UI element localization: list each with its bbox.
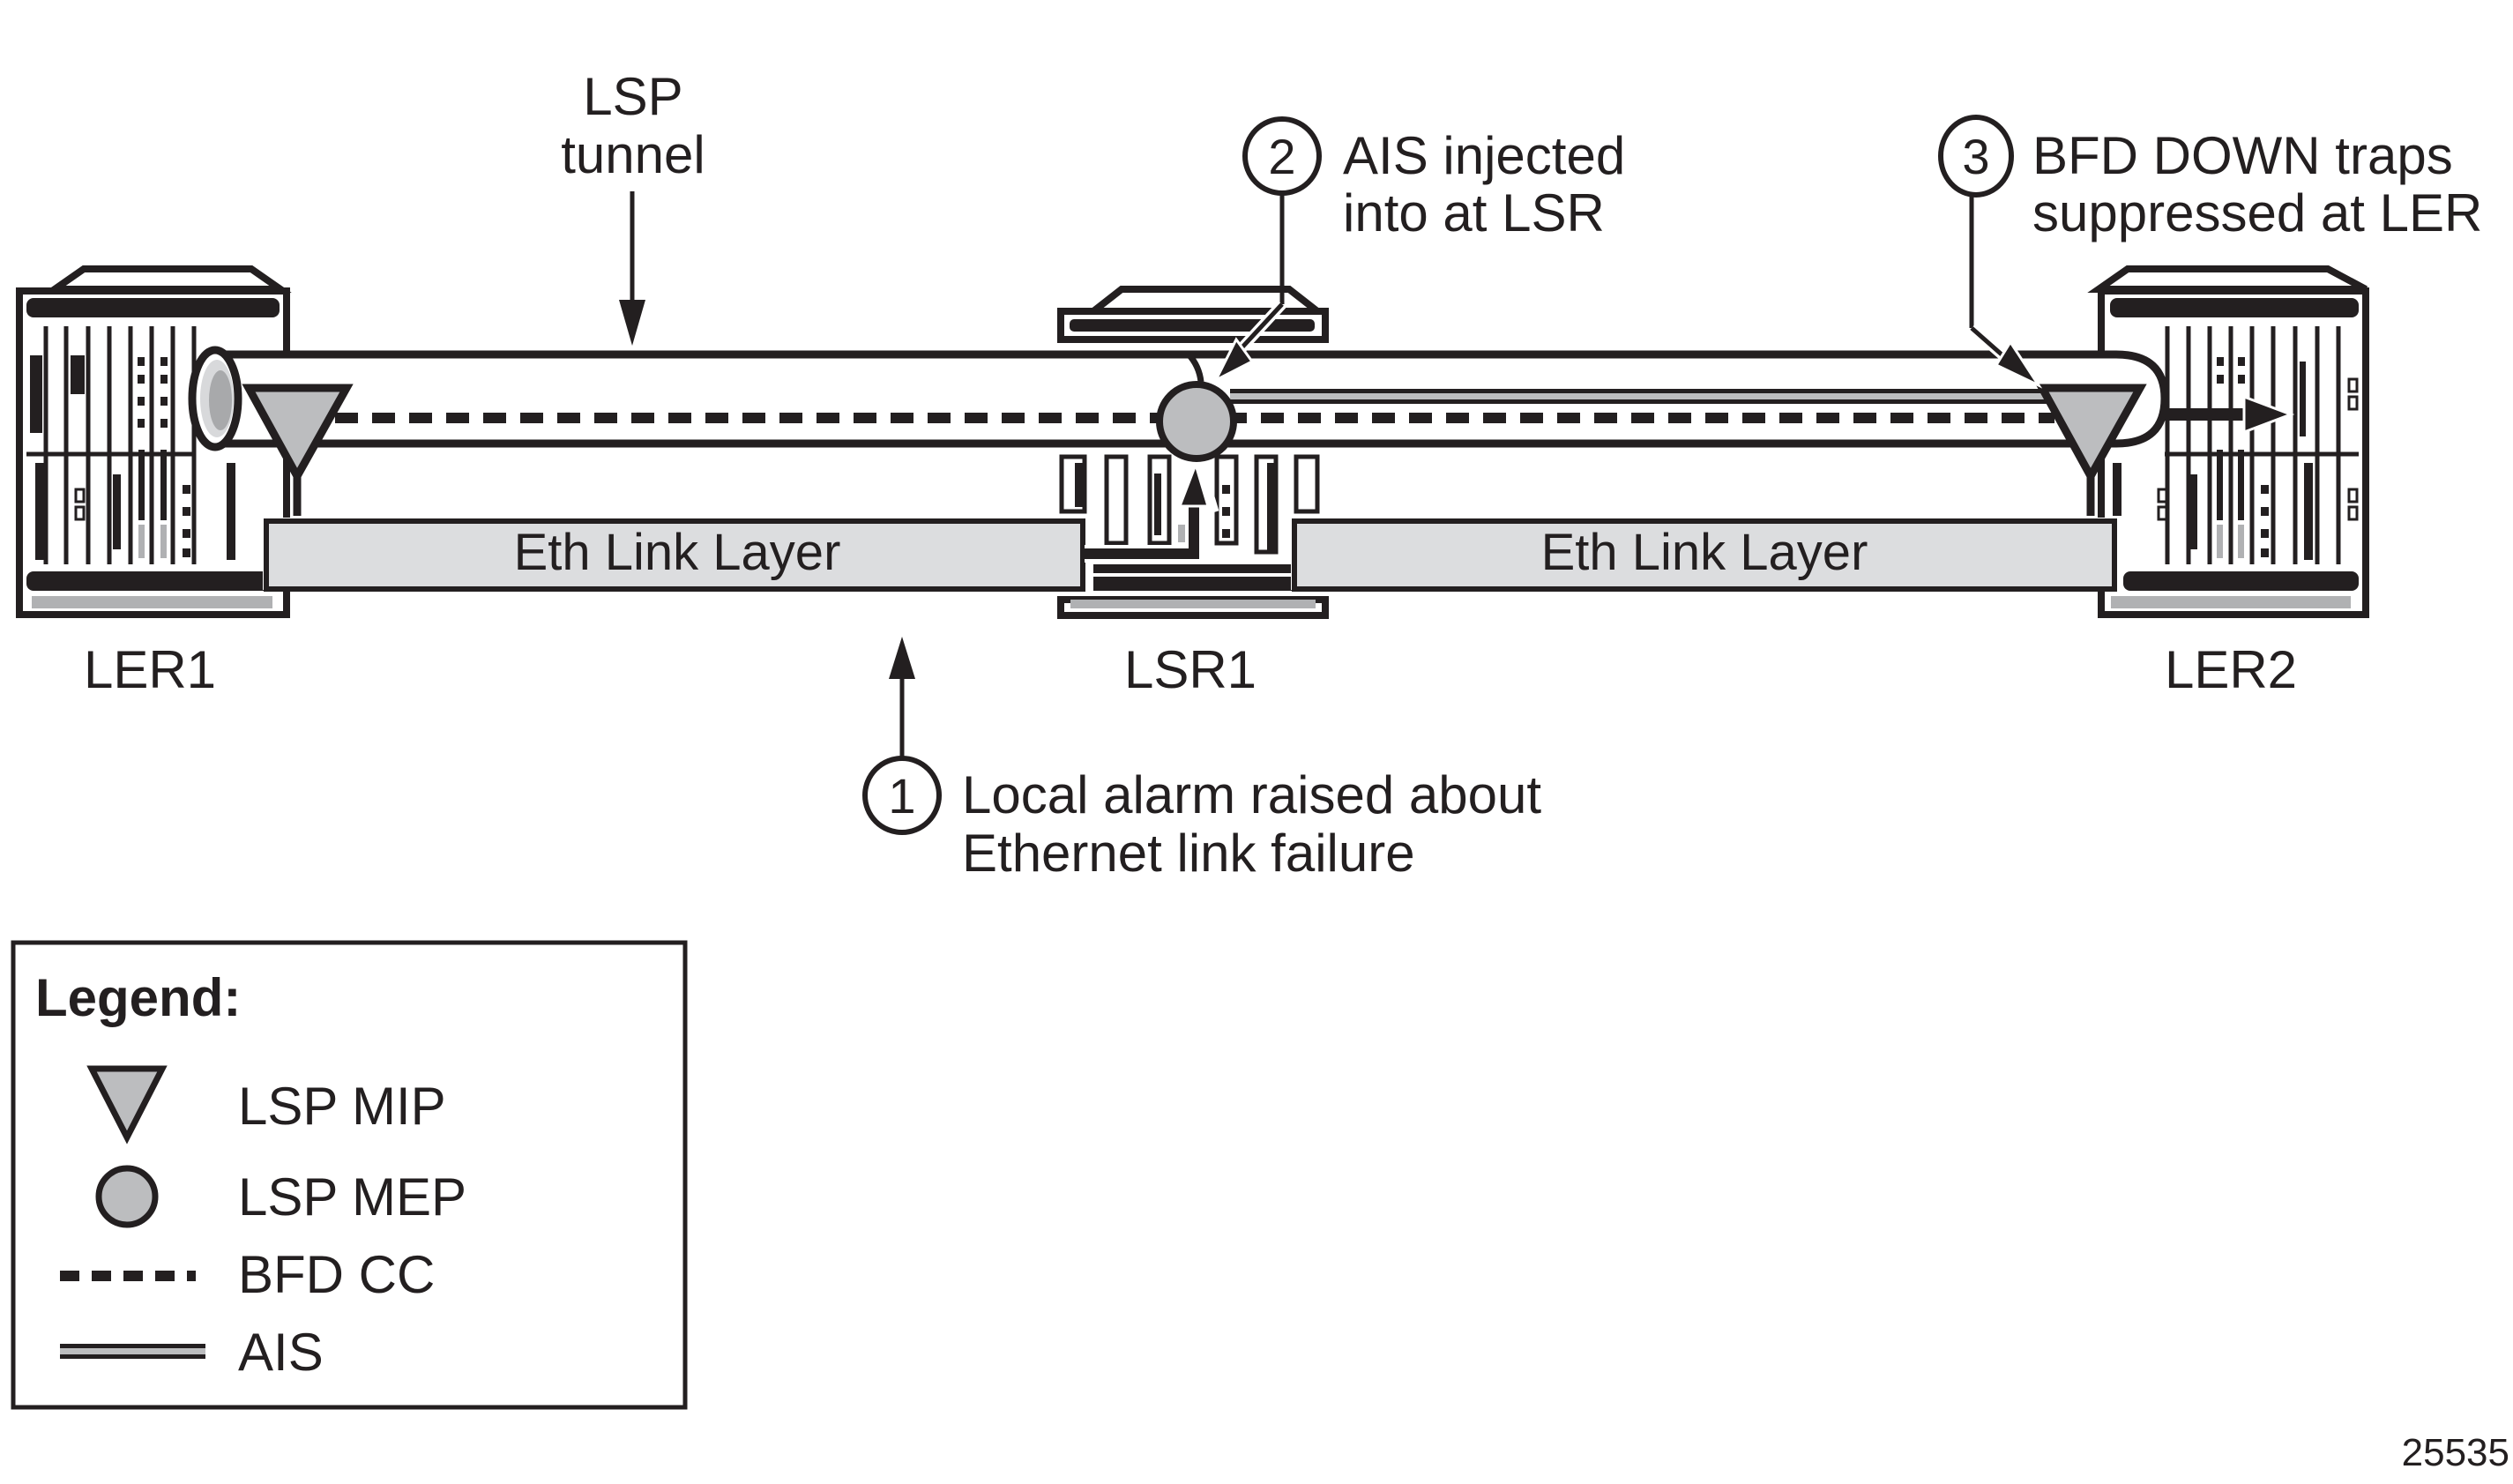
callout-3-number: 3 xyxy=(1962,129,1989,184)
callout-3: 3 BFD DOWN traps suppressed at LER xyxy=(1938,115,2482,389)
mep-circle-icon xyxy=(95,1165,159,1228)
legend: Legend: LSP MIP LSP MEP BFD CC AIS xyxy=(11,940,688,1410)
callout-3-line2: suppressed at LER xyxy=(2032,183,2482,242)
eth-link-layer-right: Eth Link Layer xyxy=(1291,518,2118,592)
legend-title: Legend: xyxy=(35,968,241,1027)
legend-label-mep: LSP MEP xyxy=(238,1167,466,1227)
eth-link-left-label: Eth Link Layer xyxy=(514,524,841,581)
callout-2-number: 2 xyxy=(1268,129,1295,184)
ler1-mip-triangle xyxy=(242,384,354,485)
figure-id: 25535 xyxy=(2402,1431,2509,1474)
ler2-label: LER2 xyxy=(2165,640,2297,699)
callout-1-line1: Local alarm raised about xyxy=(962,765,1541,824)
eth-link-layer-left: Eth Link Layer xyxy=(263,518,1088,592)
failure-notification-arrow xyxy=(1085,458,1219,563)
ler2-chassis xyxy=(2087,265,2369,618)
ler1-label: LER1 xyxy=(84,640,216,699)
eth-link-right-label: Eth Link Layer xyxy=(1541,524,1868,581)
legend-label-ais: AIS xyxy=(238,1323,324,1382)
ler1-chassis xyxy=(16,265,292,618)
lsp-tunnel-label-line2: tunnel xyxy=(561,125,705,184)
lsr1-chassis xyxy=(1057,286,1329,619)
callout-1-badge xyxy=(862,756,942,835)
lsp-tunnel-label-line1: LSP xyxy=(583,67,682,126)
callout-3-badge xyxy=(1938,115,2014,198)
callout-2-line1: AIS injected xyxy=(1343,126,1625,185)
ais-double-line-icon xyxy=(60,1344,205,1359)
callout-1-number: 1 xyxy=(888,768,915,824)
callout-1: 1 Local alarm raised about Ethernet link… xyxy=(862,637,1541,883)
lsr1-mep xyxy=(1156,352,1237,462)
mep-circle-icon xyxy=(1156,381,1237,462)
callout-2-line2: into at LSR xyxy=(1343,183,1605,242)
ler2-mip-triangle xyxy=(2035,384,2147,485)
ler2-exit-arrow xyxy=(2165,394,2295,435)
lsr1-label: LSR1 xyxy=(1124,640,1256,699)
lsp-tunnel-pointer-arrow xyxy=(619,191,645,346)
mip-triangle-icon xyxy=(86,1065,168,1145)
callout-2: 2 AIS injected into at LSR xyxy=(1212,116,1625,384)
callout-3-line1: BFD DOWN traps xyxy=(2032,126,2453,185)
legend-label-mip: LSP MIP xyxy=(238,1077,446,1136)
legend-label-bfd: BFD CC xyxy=(238,1245,435,1304)
callout-1-line2: Ethernet link failure xyxy=(962,824,1415,883)
ais-signal-line xyxy=(1230,389,2054,404)
